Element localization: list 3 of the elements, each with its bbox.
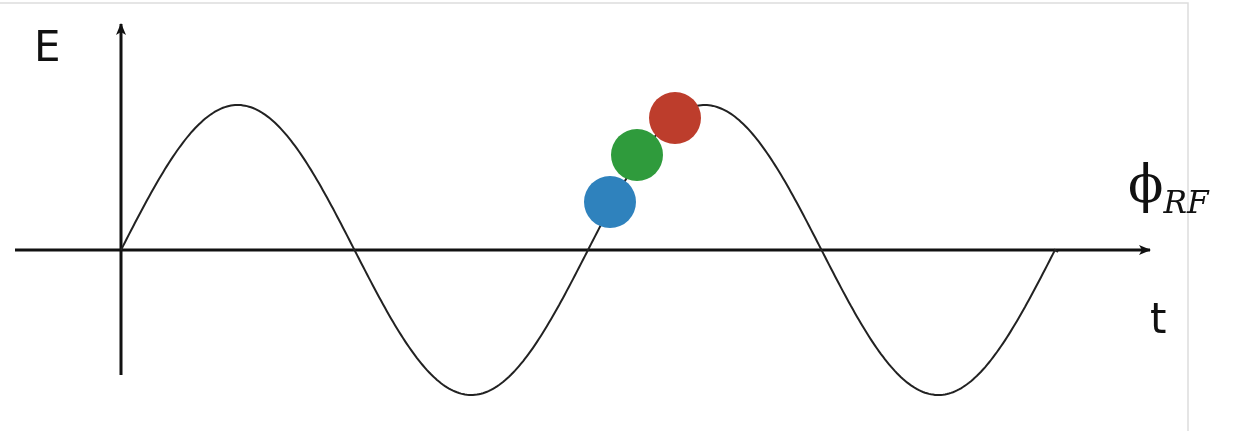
axis-label: ϕ$_{RF}$	[1128, 158, 1209, 219]
axis-label: E	[34, 26, 61, 68]
axis-label: t	[1150, 298, 1167, 340]
